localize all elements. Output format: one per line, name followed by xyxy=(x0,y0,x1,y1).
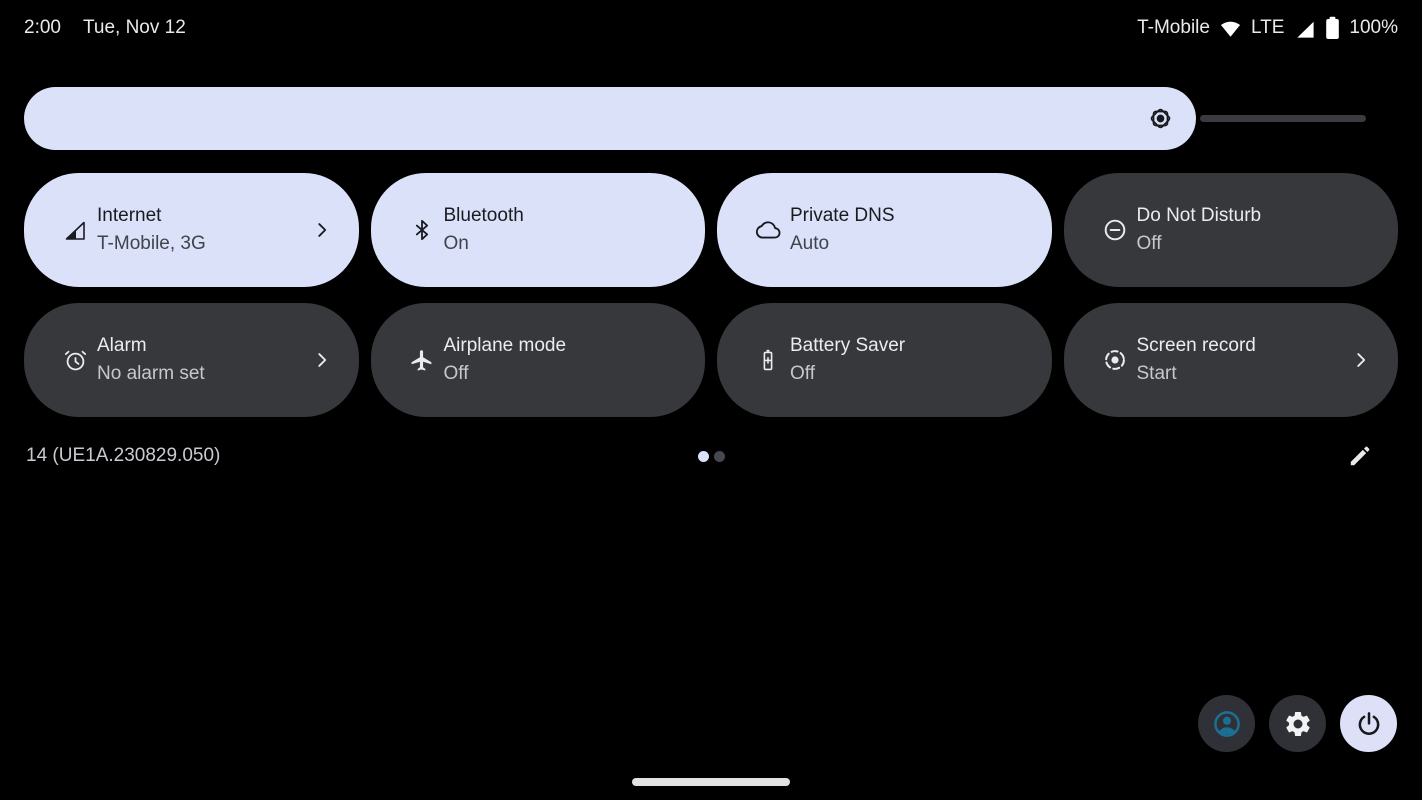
tile-title: Airplane mode xyxy=(443,335,567,356)
battery-icon xyxy=(1325,16,1340,40)
tile-subtitle: Auto xyxy=(790,233,830,254)
tile-subtitle: Start xyxy=(1136,363,1177,384)
status-bar: 2:00 Tue, Nov 12 T-Mobile LTE 100% xyxy=(0,0,1422,56)
alarm-clock-icon xyxy=(62,347,88,373)
power-icon xyxy=(1354,709,1384,739)
tile-title: Do Not Disturb xyxy=(1136,205,1262,226)
brightness-track[interactable] xyxy=(1200,115,1366,122)
chevron-right-icon xyxy=(311,349,333,371)
pencil-icon xyxy=(1347,443,1373,469)
tile-alarm[interactable]: Alarm No alarm set xyxy=(24,303,359,417)
tile-subtitle: No alarm set xyxy=(97,363,205,384)
chevron-right-icon xyxy=(311,219,333,241)
cloud-icon xyxy=(755,217,781,243)
tile-title: Screen record xyxy=(1136,335,1256,356)
clock-time: 2:00 xyxy=(24,17,61,38)
tile-title: Battery Saver xyxy=(790,335,906,356)
edit-tiles-button[interactable] xyxy=(1345,441,1375,471)
tile-screen-record[interactable]: Screen record Start xyxy=(1063,303,1398,417)
carrier-label: T-Mobile xyxy=(1137,17,1210,38)
page-dot-active xyxy=(697,451,709,462)
tile-subtitle: T-Mobile, 3G xyxy=(97,233,206,254)
network-type-label: LTE xyxy=(1250,17,1285,38)
quick-settings-grid: Internet T-Mobile, 3G Bluetooth On Priva… xyxy=(24,173,1398,417)
tile-private-dns[interactable]: Private DNS Auto xyxy=(717,173,1052,287)
do-not-disturb-icon xyxy=(1102,217,1128,243)
tile-subtitle: Off xyxy=(443,363,469,384)
power-button[interactable] xyxy=(1340,695,1397,752)
page-dot-inactive xyxy=(713,451,725,462)
signal-cellular-icon xyxy=(62,217,88,243)
build-number: 14 (UE1A.230829.050) xyxy=(26,445,221,466)
tile-battery-saver[interactable]: Battery Saver Off xyxy=(717,303,1052,417)
tile-subtitle: Off xyxy=(1136,233,1162,254)
settings-button[interactable] xyxy=(1269,695,1326,752)
user-switcher-button[interactable] xyxy=(1198,695,1255,752)
user-avatar-icon xyxy=(1211,708,1243,740)
airplane-icon xyxy=(409,347,435,373)
page-indicator xyxy=(0,451,1422,462)
tile-title: Alarm xyxy=(97,335,147,356)
battery-percent-label: 100% xyxy=(1349,17,1398,38)
chevron-right-icon xyxy=(1350,349,1372,371)
battery-saver-icon xyxy=(755,347,781,373)
home-gesture-pill[interactable] xyxy=(632,778,790,786)
brightness-slider[interactable] xyxy=(24,87,1196,150)
tile-bluetooth[interactable]: Bluetooth On xyxy=(370,173,705,287)
cellular-signal-icon xyxy=(1293,17,1316,40)
tile-title: Private DNS xyxy=(790,205,895,226)
tile-do-not-disturb[interactable]: Do Not Disturb Off xyxy=(1063,173,1398,287)
wifi-icon xyxy=(1219,17,1242,40)
screen-record-icon xyxy=(1102,347,1128,373)
clock-date: Tue, Nov 12 xyxy=(82,17,186,38)
gear-icon xyxy=(1283,709,1313,739)
tile-internet[interactable]: Internet T-Mobile, 3G xyxy=(24,173,359,287)
tile-airplane-mode[interactable]: Airplane mode Off xyxy=(370,303,705,417)
tile-subtitle: Off xyxy=(790,363,815,384)
bluetooth-icon xyxy=(409,217,435,243)
tile-title: Bluetooth xyxy=(443,205,524,226)
brightness-icon xyxy=(1147,105,1174,132)
tile-subtitle: On xyxy=(443,233,469,254)
tile-title: Internet xyxy=(97,205,162,226)
